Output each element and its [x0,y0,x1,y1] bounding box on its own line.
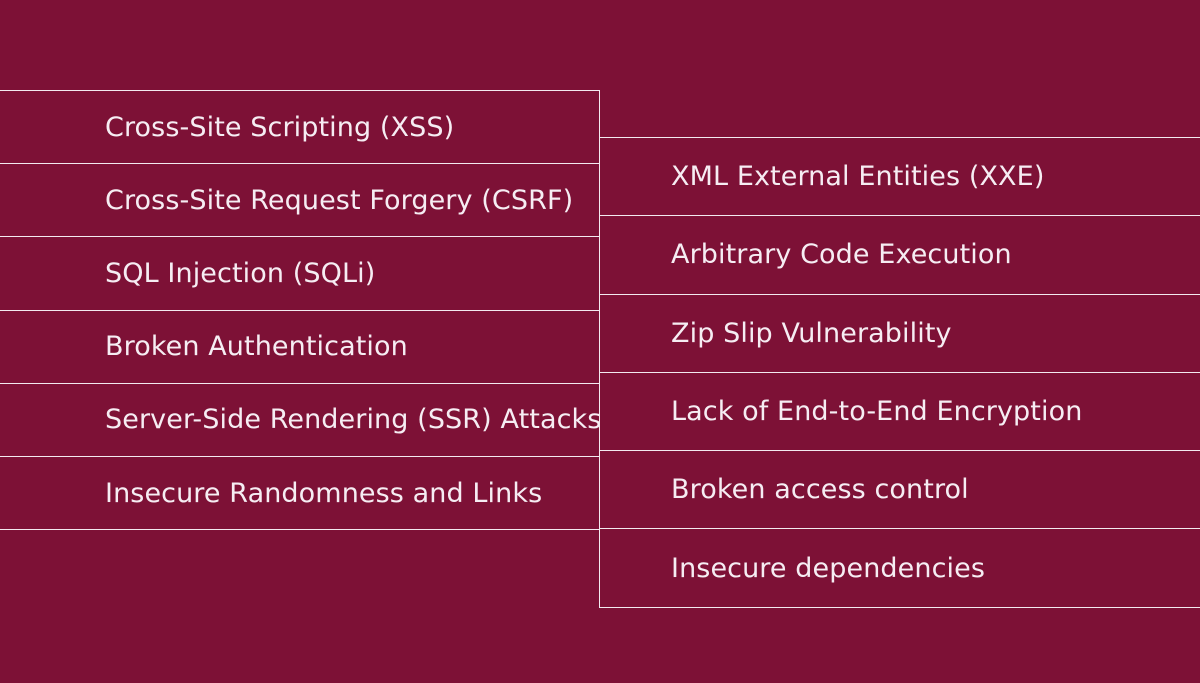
vulnerability-label: Arbitrary Code Execution [671,239,1012,271]
vulnerability-label: Insecure dependencies [671,552,986,584]
list-item[interactable]: Arbitrary Code Execution [600,216,1200,295]
list-item[interactable]: Broken Authentication [0,311,599,384]
vulnerability-label: Server-Side Rendering (SSR) Attacks [105,404,602,436]
vulnerability-label: Broken Authentication [105,331,408,363]
list-item[interactable]: Insecure Randomness and Links [0,457,599,531]
list-item[interactable]: Lack of End-to-End Encryption [600,373,1200,452]
list-item[interactable]: Insecure dependencies [600,529,1200,608]
list-item[interactable]: Server-Side Rendering (SSR) Attacks [0,384,602,457]
list-item-empty[interactable] [0,530,599,603]
right-vulnerability-table: XML External Entities (XXE) Arbitrary Co… [599,137,1200,608]
vulnerability-label: Insecure Randomness and Links [105,477,543,509]
vulnerability-label: Broken access control [671,474,969,506]
vulnerability-label: Zip Slip Vulnerability [671,317,952,349]
list-item[interactable]: Cross-Site Scripting (XSS) [0,91,599,165]
vulnerability-label: Lack of End-to-End Encryption [671,396,1083,428]
list-item[interactable]: Broken access control [600,451,1200,530]
vulnerability-label: SQL Injection (SQLi) [105,257,376,289]
list-item[interactable]: Zip Slip Vulnerability [600,295,1200,373]
list-item[interactable]: Cross-Site Request Forgery (CSRF) [0,164,599,238]
left-vulnerability-table: Cross-Site Scripting (XSS) Cross-Site Re… [0,90,602,603]
list-item[interactable]: XML External Entities (XXE) [600,138,1200,217]
vulnerability-label: Cross-Site Request Forgery (CSRF) [105,184,574,216]
vulnerability-label: Cross-Site Scripting (XSS) [105,111,455,143]
vulnerability-label: XML External Entities (XXE) [671,161,1045,193]
list-item[interactable]: SQL Injection (SQLi) [0,237,599,311]
